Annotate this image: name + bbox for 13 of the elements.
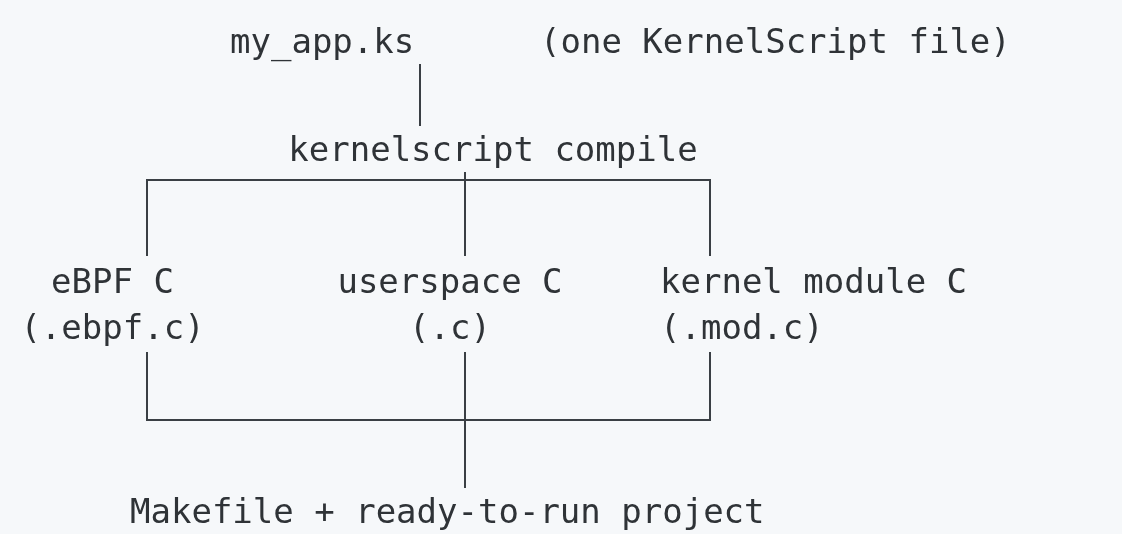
node-label: userspace C (337, 260, 563, 303)
connector-line (419, 63, 421, 127)
node-label: (.mod.c) (660, 306, 824, 349)
connector-line (464, 351, 711, 489)
annotation-text: (one KernelScript file) (540, 20, 1011, 63)
node-label: (.c) (409, 306, 491, 349)
node-label: eBPF C (51, 260, 174, 303)
node-label: Makefile + ready-to-run project (130, 490, 765, 533)
node-label: kernel module C (660, 260, 968, 303)
node-label: my_app.ks (230, 20, 415, 64)
node-label: (.ebpf.c) (20, 306, 205, 349)
connector-line (464, 171, 711, 257)
node-label: kernelscript compile (288, 128, 698, 171)
